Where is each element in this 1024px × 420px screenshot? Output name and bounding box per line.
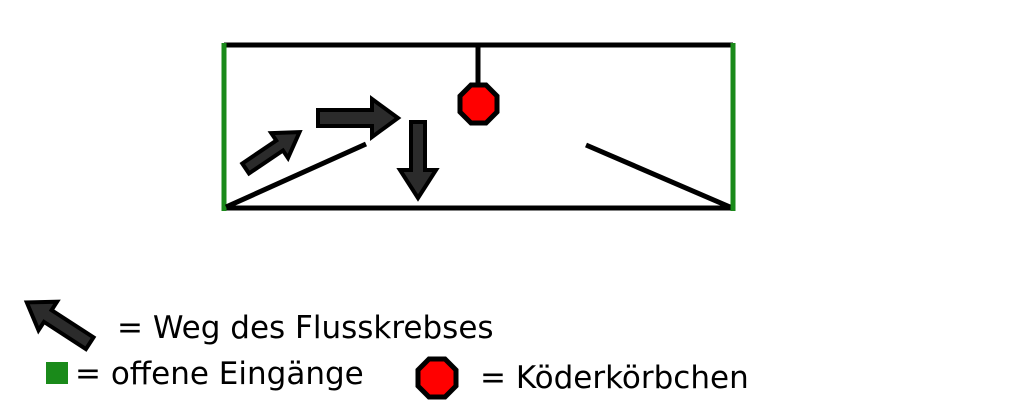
legend-arrow-icon <box>23 299 97 352</box>
legend-entrance-label: = offene Eingänge <box>75 356 364 392</box>
legend: = Weg des Flusskrebses = offene Eingänge… <box>23 299 749 400</box>
legend-octagon-icon <box>415 356 459 400</box>
path-arrow-icon <box>239 129 303 177</box>
right-funnel-wall <box>585 142 731 210</box>
left-funnel-wall <box>224 141 368 210</box>
legend-green-square-icon <box>46 362 68 384</box>
bait-basket-icon <box>457 82 500 126</box>
legend-bait-label: = Köderkörbchen <box>480 360 749 396</box>
path-arrow-icon <box>316 95 402 141</box>
legend-path-label: = Weg des Flusskrebses <box>117 310 494 346</box>
path-arrow-icon <box>396 120 440 202</box>
